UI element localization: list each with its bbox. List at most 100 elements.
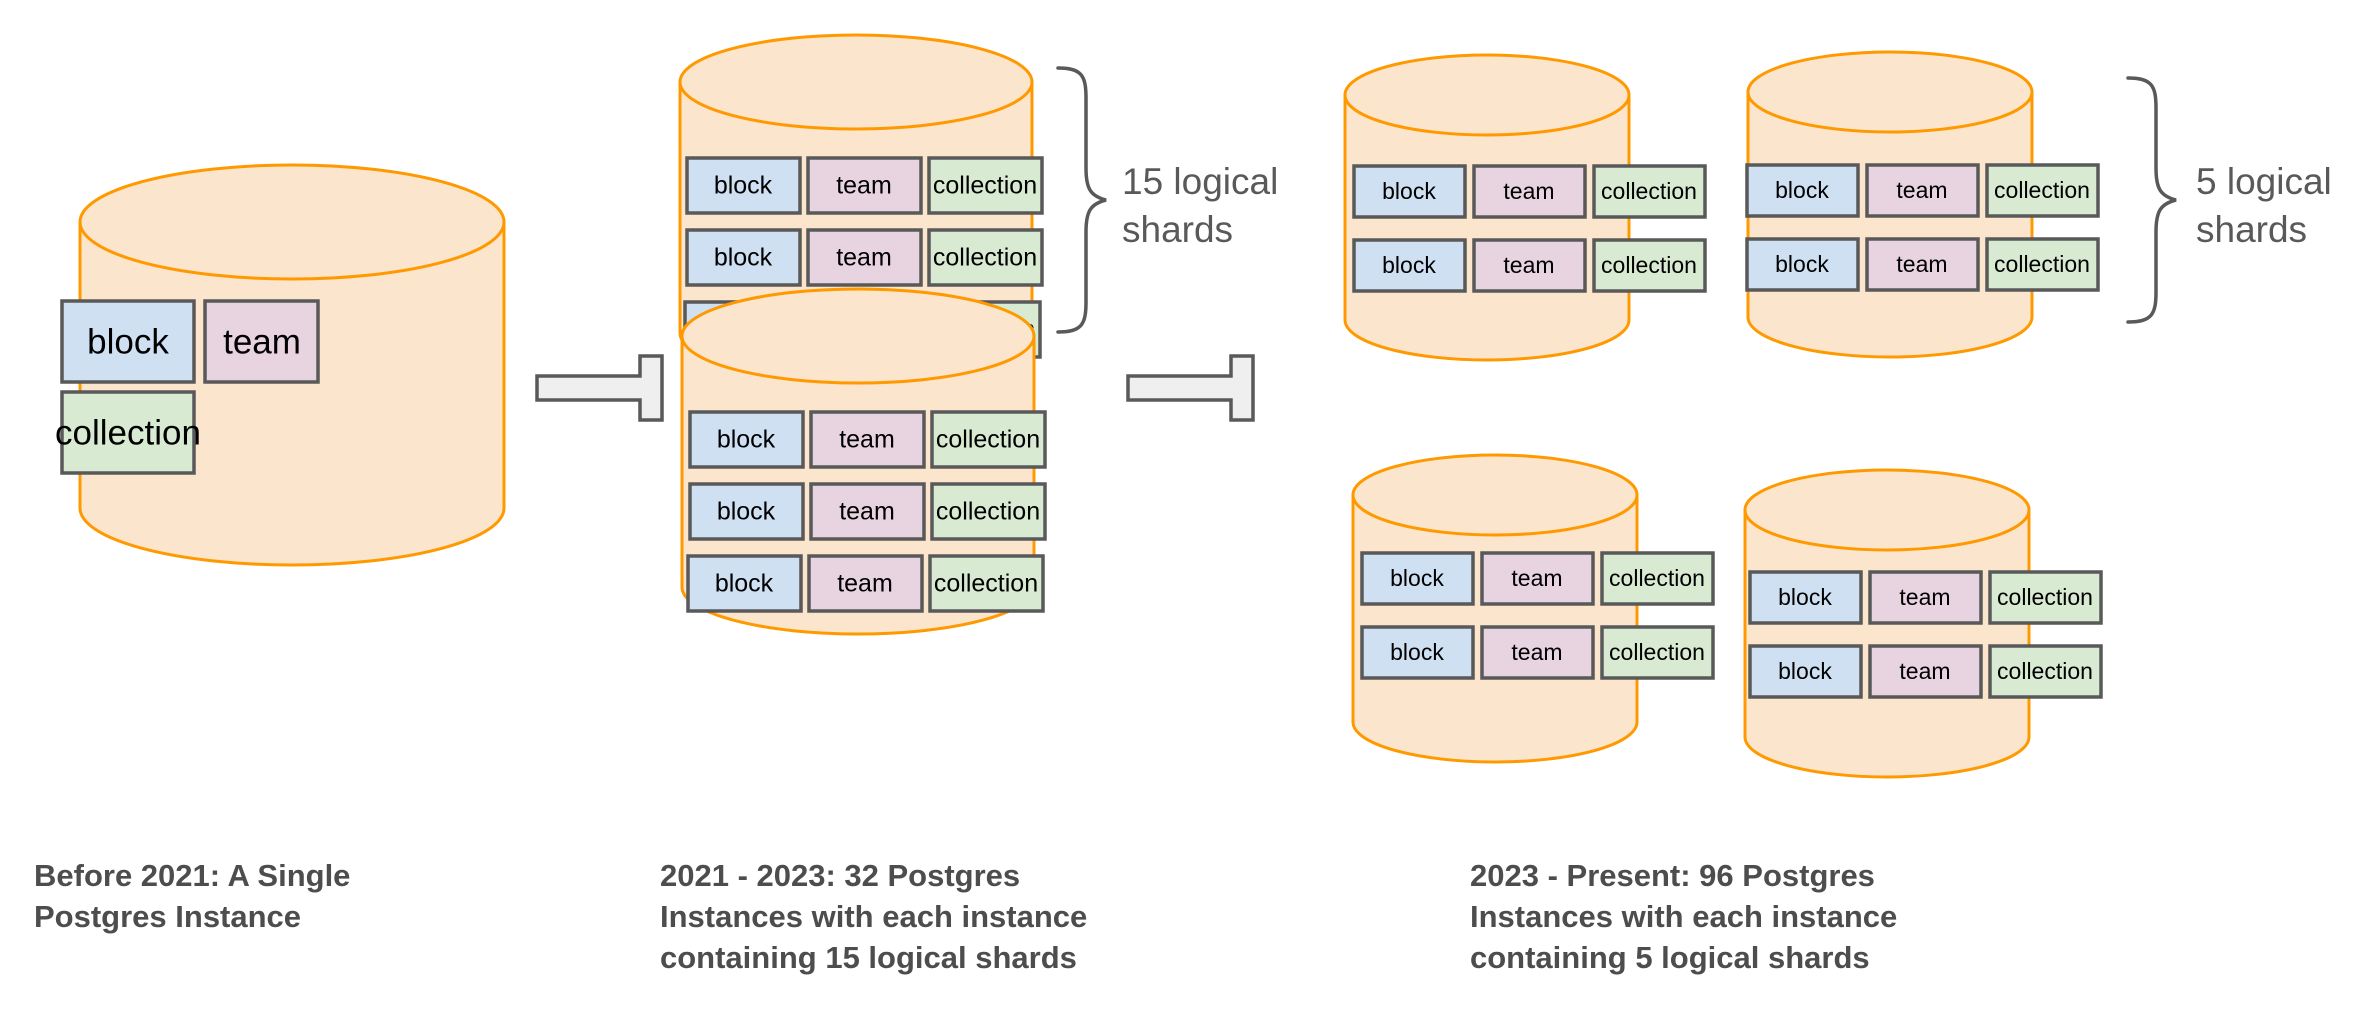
instance-1-1: block team collection — [55, 163, 506, 567]
brace-label-line1: 15 logical — [1122, 161, 1278, 202]
shard-block: block — [686, 554, 803, 613]
shard-row: block team collection — [1745, 163, 2100, 218]
cylinder-top-ellipse — [1743, 468, 2031, 552]
shard-team: team — [806, 228, 923, 287]
shard-label: collection — [1601, 178, 1697, 204]
shard-label: collection — [936, 426, 1040, 454]
panel-3-caption: 2023 - Present: 96 Postgres Instances wi… — [1470, 858, 1898, 975]
shard-label: team — [1899, 584, 1950, 610]
shard-label: team — [1511, 639, 1562, 665]
brace-label-line2: shards — [2196, 209, 2307, 250]
shard-label: block — [1778, 658, 1832, 684]
shard-collection: collection — [1985, 163, 2100, 218]
shard-team: team — [807, 554, 924, 613]
shard-collection: collection — [1600, 625, 1715, 680]
shard-row: block team collection — [1360, 625, 1715, 680]
shard-block: block — [1352, 164, 1467, 219]
brace-15-logical-shards: 15 logical shards — [1056, 66, 1278, 334]
shard-label: team — [837, 570, 893, 598]
cylinder-top-ellipse — [678, 33, 1034, 131]
shard-label: block — [717, 426, 776, 454]
shard-label: team — [1511, 565, 1562, 591]
instance-3-3: block team collection block te — [1351, 453, 1715, 764]
shard-row: block team collection — [1748, 644, 2103, 699]
shard-label: block — [1382, 252, 1436, 278]
shard-label: block — [714, 172, 773, 200]
cylinder-top-ellipse — [1746, 50, 2034, 134]
shard-collection: collection — [928, 554, 1045, 613]
shard-collection: collection — [927, 228, 1044, 287]
shard-label: block — [87, 322, 169, 361]
shard-team: team — [1480, 551, 1595, 606]
shard-row: block team collection — [1360, 551, 1715, 606]
shard-label: collection — [934, 570, 1038, 598]
shard-team: team — [809, 410, 926, 469]
shard-label: block — [715, 570, 774, 598]
transition-arrow-1 — [535, 354, 664, 422]
shard-label: team — [836, 244, 892, 272]
shard-row: block team collection — [685, 228, 1044, 287]
shard-row: block team collection — [685, 156, 1044, 215]
instance-3-4: block team collection block te — [1743, 468, 2103, 779]
shard-row: block team collection — [686, 554, 1045, 613]
shard-label: block — [717, 498, 776, 526]
panel-2-caption: 2021 - 2023: 32 Postgres Instances with … — [660, 858, 1088, 975]
shard-row: block team collection — [1745, 237, 2100, 292]
shard-label: team — [1899, 658, 1950, 684]
shard-block: block — [1352, 238, 1467, 293]
shard-label: collection — [1994, 251, 2090, 277]
panel-1-caption: Before 2021: A Single Postgres Instance — [34, 858, 351, 934]
shard-team: team — [806, 156, 923, 215]
shard-collection: collection — [1988, 570, 2103, 625]
cylinder-top-ellipse — [680, 287, 1036, 385]
shard-label: team — [836, 172, 892, 200]
shard-label: collection — [936, 498, 1040, 526]
shard-team: team — [1472, 238, 1587, 293]
shard-label: collection — [1609, 639, 1705, 665]
shard-collection: collection — [930, 482, 1047, 541]
shard-label: collection — [1609, 565, 1705, 591]
shard-label: block — [1382, 178, 1436, 204]
shard-row: block team collection — [688, 410, 1047, 469]
shard-label: collection — [1997, 658, 2093, 684]
shard-team: team — [1868, 570, 1983, 625]
brace-label-line1: 5 logical — [2196, 161, 2332, 202]
shard-label: team — [1896, 177, 1947, 203]
shard-team: team — [203, 299, 320, 384]
shard-collection: collection — [930, 410, 1047, 469]
shard-label: collection — [933, 172, 1037, 200]
shard-team: team — [1865, 237, 1980, 292]
shard-block: block — [1360, 551, 1475, 606]
shard-label: block — [1390, 565, 1444, 591]
shard-label: team — [839, 498, 895, 526]
instance-3-2: block team collection block te — [1745, 50, 2100, 359]
shard-block: block — [685, 228, 802, 287]
shard-block: block — [1748, 570, 1863, 625]
cylinder-body — [1343, 93, 1631, 362]
shard-team: team — [1868, 644, 1983, 699]
shard-block: block — [688, 410, 805, 469]
instance-3-1: block team collection block te — [1343, 53, 1707, 362]
shard-block: block — [1360, 625, 1475, 680]
shard-row: block team collection — [688, 482, 1047, 541]
shard-team: team — [1865, 163, 1980, 218]
shard-label: block — [1775, 251, 1829, 277]
shard-label: block — [1775, 177, 1829, 203]
shard-collection: collection — [927, 156, 1044, 215]
shard-row: block team collection — [1352, 164, 1707, 219]
shard-label: team — [839, 426, 895, 454]
shard-label: team — [1896, 251, 1947, 277]
cylinder-top-ellipse — [1343, 53, 1631, 137]
shard-label: team — [223, 322, 301, 361]
shard-collection: collection — [1592, 238, 1707, 293]
shard-team: team — [809, 482, 926, 541]
shard-label: collection — [1601, 252, 1697, 278]
shard-label: block — [714, 244, 773, 272]
shard-block: block — [60, 299, 196, 384]
shard-label: collection — [933, 244, 1037, 272]
transition-arrow-2 — [1126, 354, 1255, 422]
cylinder-top-ellipse — [78, 163, 506, 281]
shard-collection: collection — [1600, 551, 1715, 606]
